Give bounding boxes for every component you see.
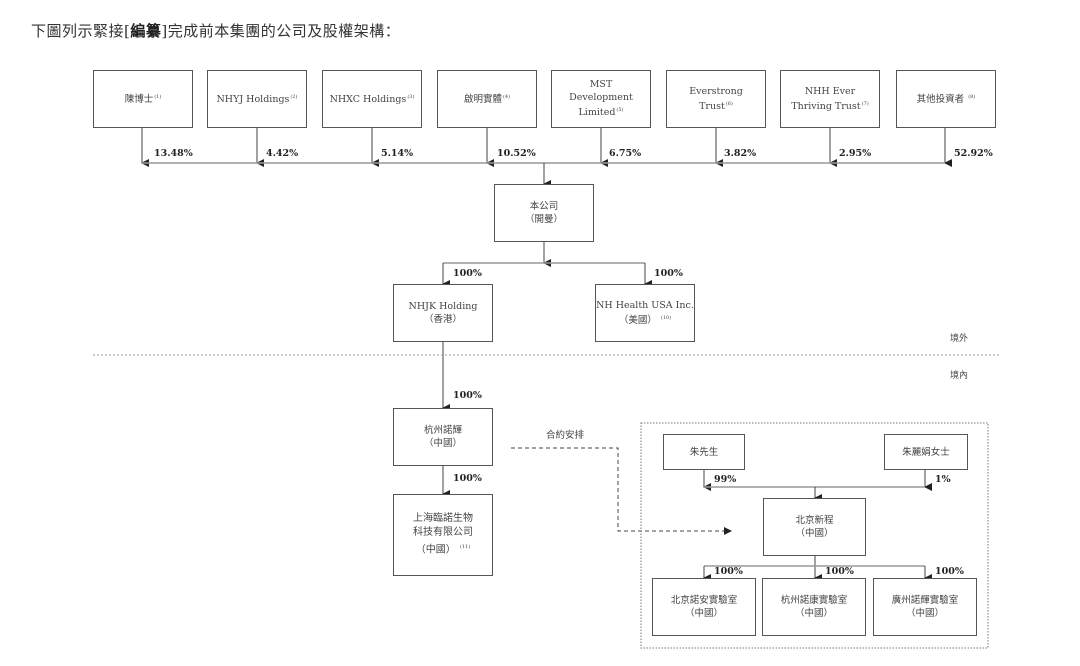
entity-name: 杭州諾輝 <box>423 425 462 436</box>
entity-name: 廣州諾輝實驗室 <box>891 595 959 606</box>
contractual-arrangement-label: 合約安排 <box>546 430 585 441</box>
shareholder-name: NHH Ever Thriving Trust <box>791 85 861 113</box>
company-jurisdiction: （開曼） <box>524 214 563 225</box>
vie-owner-box-zhu: 朱先生 <box>663 434 745 470</box>
footnote-ref: (2) <box>290 94 298 101</box>
entity-name: NHJK Holding <box>408 301 478 312</box>
shareholder-box-everstrong: Everstrong Trust(6) <box>666 70 766 128</box>
shareholding-pct: 4.42% <box>266 148 299 159</box>
shareholder-name: Everstrong Trust <box>689 85 743 113</box>
shareholder-box-nhh: NHH Ever Thriving Trust(7) <box>780 70 880 128</box>
entity-jurisdiction: （中國） <box>905 608 944 619</box>
entity-jurisdiction: （中國） <box>415 544 456 556</box>
onshore-label: 境內 <box>950 371 969 381</box>
shareholder-name: NHXC Holdings <box>329 94 407 106</box>
footnote-ref: (4) <box>502 94 511 101</box>
owner-name: 朱麗娟女士 <box>902 446 950 458</box>
shareholding-pct: 52.92% <box>954 148 993 159</box>
ownership-pct: 100% <box>825 566 854 577</box>
offshore-label: 境外 <box>950 334 969 344</box>
entity-name: 北京諾安實驗室 <box>670 595 738 606</box>
shanghai-linnuo-box: 上海臨諾生物 科技有限公司 （中國） (11) <box>393 494 493 576</box>
page-title: 下圖列示緊接[編纂]完成前本集團的公司及股權架構： <box>31 20 400 41</box>
footnote-ref: (7) <box>861 100 869 107</box>
lab-box-beijing: 北京諾安實驗室 （中國） <box>652 578 756 636</box>
entity-jurisdiction: （中國） <box>794 608 833 619</box>
shareholder-box-mst: MST Development Limited(5) <box>551 70 651 128</box>
company-box: 本公司 （開曼） <box>494 184 594 242</box>
company-name: 本公司 <box>529 201 559 212</box>
shareholding-pct: 10.52% <box>497 148 536 159</box>
vie-structure-container <box>640 422 989 649</box>
ownership-pct: 100% <box>654 268 683 279</box>
shareholder-box-others: 其他投資者 (8) <box>896 70 996 128</box>
shareholding-pct: 3.82% <box>724 148 757 159</box>
shareholder-box-qiming: 啟明實體(4) <box>437 70 537 128</box>
owner-name: 朱先生 <box>689 446 719 458</box>
shareholding-pct: 5.14% <box>381 148 414 159</box>
vie-owner-box-zhu-lijuan: 朱麗娟女士 <box>884 434 968 470</box>
ownership-pct: 100% <box>714 566 743 577</box>
beijing-xincheng-box: 北京新程 （中國） <box>763 498 866 556</box>
footnote-ref: (11) <box>459 544 471 551</box>
shareholder-box-chen: 陳博士(1) <box>93 70 193 128</box>
entity-name: NH Health USA Inc. <box>596 299 694 311</box>
shareholding-pct: 2.95% <box>839 148 872 159</box>
entity-name: 杭州諾康實驗室 <box>780 595 848 606</box>
entity-jurisdiction: （香港） <box>423 314 462 325</box>
title-suffix: ]完成前本集團的公司及股權架構： <box>161 22 401 40</box>
entity-jurisdiction: （中國） <box>423 438 462 449</box>
title-prefix: 下圖列示緊接[ <box>31 22 131 40</box>
lab-box-guangzhou: 廣州諾輝實驗室 （中國） <box>873 578 977 636</box>
lab-box-hangzhou: 杭州諾康實驗室 （中國） <box>762 578 866 636</box>
nh-health-usa-box: NH Health USA Inc. （美國） (10) <box>595 284 695 342</box>
title-bold: 編纂 <box>130 22 162 40</box>
footnote-ref: (3) <box>407 94 415 101</box>
shareholding-pct: 13.48% <box>154 148 193 159</box>
entity-name: 北京新程 <box>795 515 834 526</box>
entity-jurisdiction: （中國） <box>795 528 834 539</box>
entity-jurisdiction: （中國） <box>684 608 723 619</box>
shareholder-name: NHYJ Holdings <box>216 94 290 106</box>
hangzhou-nuohui-box: 杭州諾輝 （中國） <box>393 408 493 466</box>
ownership-pct: 100% <box>453 268 482 279</box>
ownership-pct: 99% <box>714 474 737 485</box>
ownership-pct: 1% <box>935 474 951 485</box>
footnote-ref: (8) <box>968 94 976 101</box>
contract-arrow <box>511 447 732 535</box>
ownership-pct: 100% <box>935 566 964 577</box>
shareholder-name: 啟明實體 <box>463 94 502 106</box>
footnote-ref: (6) <box>725 100 733 107</box>
ownership-pct: 100% <box>453 390 482 401</box>
shareholder-box-nhyj: NHYJ Holdings(2) <box>207 70 307 128</box>
ownership-pct: 100% <box>453 473 482 484</box>
entity-jurisdiction: （美國） <box>618 315 657 327</box>
shareholder-name: MST Development Limited <box>569 79 633 119</box>
shareholder-name: 其他投資者 <box>916 94 965 106</box>
nhjk-holding-box: NHJK Holding （香港） <box>393 284 493 342</box>
shareholder-box-nhxc: NHXC Holdings(3) <box>322 70 422 128</box>
footnote-ref: (10) <box>660 314 672 321</box>
shareholder-name: 陳博士 <box>124 94 154 106</box>
entity-name: 上海臨諾生物 <box>413 513 473 525</box>
shareholding-pct: 6.75% <box>609 148 642 159</box>
entity-name-cont: 科技有限公司 <box>413 527 473 539</box>
footnote-ref: (1) <box>154 94 162 101</box>
footnote-ref: (5) <box>616 107 624 114</box>
